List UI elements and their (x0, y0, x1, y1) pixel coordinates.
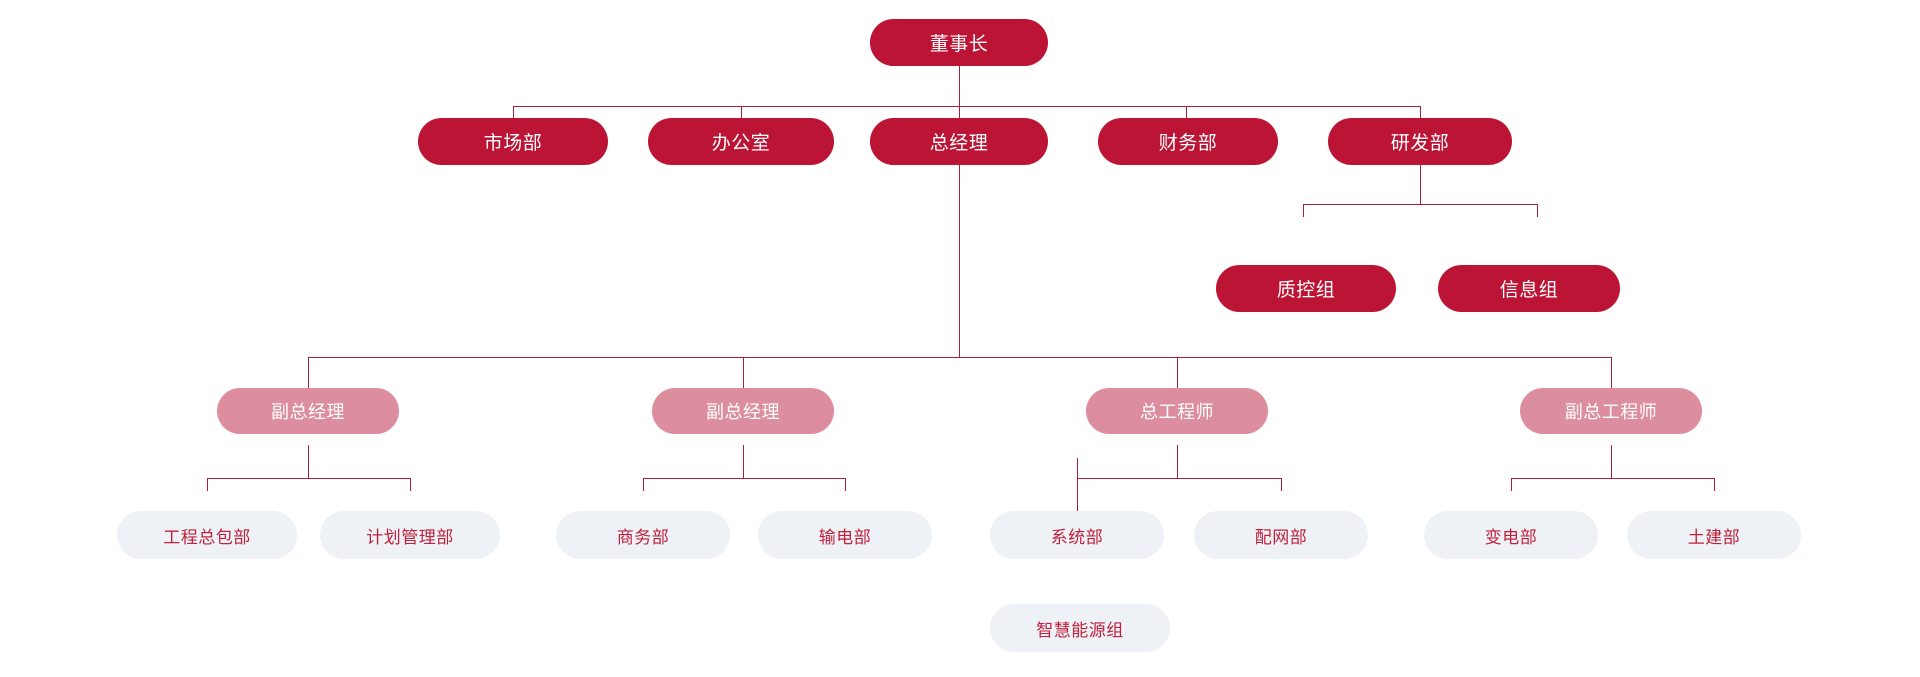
node-deputy-gm-1-label: 副总经理 (271, 402, 345, 422)
node-chief-engineer-label: 总工程师 (1140, 402, 1214, 422)
node-information[interactable]: 信息组 (1438, 265, 1620, 312)
node-finance[interactable]: 财务部 (1098, 118, 1278, 165)
node-deputy-gm-2[interactable]: 副总经理 (652, 388, 834, 434)
node-quality-control[interactable]: 质控组 (1216, 265, 1396, 312)
connector-drop-marketing (513, 106, 514, 119)
connector-chairman-stem (959, 65, 960, 106)
connector-drop-chief-engineer (1177, 357, 1178, 401)
connector-drop-transmission (845, 478, 846, 491)
node-civil[interactable]: 土建部 (1627, 511, 1801, 559)
connector-drop-deputy-chief-engineer (1611, 357, 1612, 401)
connector-drop-epc (207, 478, 208, 491)
node-transmission-label: 输电部 (818, 527, 872, 547)
node-deputy-gm-2-label: 副总经理 (706, 402, 780, 422)
node-deputy-chief-engineer[interactable]: 副总工程师 (1520, 388, 1702, 434)
connector-drop-substation (1511, 478, 1512, 491)
node-rnd[interactable]: 研发部 (1328, 118, 1512, 165)
connector-drop-planning (410, 478, 411, 491)
node-deputy-gm-1[interactable]: 副总经理 (217, 388, 399, 434)
node-epc-label: 工程总包部 (163, 527, 251, 547)
node-office[interactable]: 办公室 (648, 118, 834, 165)
node-finance-label: 财务部 (1158, 133, 1218, 154)
node-commerce[interactable]: 商务部 (556, 511, 730, 559)
connector-drop-quality-control (1303, 204, 1304, 217)
connector-row2-bus (513, 106, 1421, 107)
node-planning[interactable]: 计划管理部 (320, 511, 500, 559)
connector-drop-general-manager (959, 106, 960, 119)
connector-drop-deputy-gm-2 (743, 357, 744, 401)
node-commerce-label: 商务部 (616, 527, 670, 547)
connector-drop-rnd (1420, 106, 1421, 119)
node-deputy-chief-engineer-label: 副总工程师 (1564, 402, 1658, 422)
node-information-label: 信息组 (1499, 280, 1559, 301)
node-smart-energy-label: 智慧能源组 (1036, 620, 1124, 640)
connector-drop-finance (1186, 106, 1187, 119)
node-chairman-label: 董事长 (929, 34, 989, 55)
connector-drop-information (1537, 204, 1538, 217)
node-transmission[interactable]: 输电部 (758, 511, 932, 559)
node-quality-control-label: 质控组 (1276, 280, 1336, 301)
node-system[interactable]: 系统部 (990, 511, 1164, 559)
connector-drop-civil (1714, 478, 1715, 491)
node-distribution[interactable]: 配网部 (1194, 511, 1368, 559)
connector-system-stem (1077, 458, 1078, 533)
connector-drop-office (741, 106, 742, 119)
node-marketing-label: 市场部 (483, 133, 543, 154)
connector-drop-deputy-gm-1 (308, 357, 309, 401)
node-general-manager[interactable]: 总经理 (870, 118, 1048, 165)
node-substation-label: 变电部 (1484, 527, 1538, 547)
node-rnd-label: 研发部 (1390, 133, 1450, 154)
connector-deputy-chief-engineer-bus (1511, 478, 1714, 479)
connector-rnd-stem (1420, 163, 1421, 204)
connector-gm-stem (959, 163, 960, 357)
node-general-manager-label: 总经理 (929, 133, 989, 154)
connector-deputy-gm-1-stem (308, 445, 309, 478)
node-planning-label: 计划管理部 (366, 527, 454, 547)
connector-rnd-bus (1303, 204, 1537, 205)
node-civil-label: 土建部 (1687, 527, 1741, 547)
node-substation[interactable]: 变电部 (1424, 511, 1598, 559)
node-smart-energy[interactable]: 智慧能源组 (990, 604, 1170, 652)
node-epc[interactable]: 工程总包部 (117, 511, 297, 559)
connector-drop-commerce (643, 478, 644, 491)
connector-chief-engineer-stem (1177, 445, 1178, 478)
connector-deputy-gm-2-bus (643, 478, 845, 479)
node-marketing[interactable]: 市场部 (418, 118, 608, 165)
node-distribution-label: 配网部 (1254, 527, 1308, 547)
connector-deputy-gm-2-stem (743, 445, 744, 478)
node-chairman[interactable]: 董事长 (870, 19, 1048, 66)
connector-drop-distribution (1281, 478, 1282, 491)
node-office-label: 办公室 (711, 133, 771, 154)
node-system-label: 系统部 (1050, 527, 1104, 547)
connector-chief-engineer-bus (1077, 478, 1281, 479)
connector-row3-bus (308, 357, 1611, 358)
connector-deputy-chief-engineer-stem (1611, 445, 1612, 478)
node-chief-engineer[interactable]: 总工程师 (1086, 388, 1268, 434)
connector-deputy-gm-1-bus (207, 478, 410, 479)
